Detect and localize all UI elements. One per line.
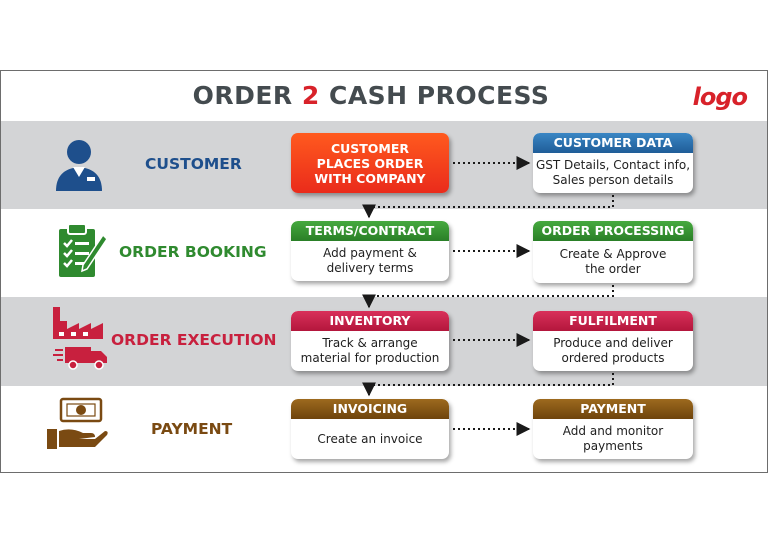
card-body-line: the order (585, 262, 641, 276)
card-body-line: payments (583, 439, 643, 453)
customer-person-icon (56, 140, 102, 191)
card-body-line: Create & Approve (559, 247, 667, 261)
stage-customer-label: CUSTOMER (145, 155, 242, 173)
card-invoicing: INVOICING Create an invoice (291, 399, 449, 459)
card-header: INVENTORY (291, 311, 449, 331)
card-payment: PAYMENT Add and monitor payments (533, 399, 693, 459)
stage-payment-label: PAYMENT (151, 420, 233, 438)
card-terms-contract: TERMS/CONTRACT Add payment & delivery te… (291, 221, 449, 281)
stage-booking-label: ORDER BOOKING (119, 243, 267, 261)
card-header: CUSTOMER DATA (533, 133, 693, 153)
process-diagram: ORDER 2 CASH PROCESS logo (0, 70, 768, 473)
card-body-line: ordered products (561, 351, 665, 365)
card-header: FULFILMENT (533, 311, 693, 331)
brand-logo: logo (692, 83, 748, 111)
card-body-line: WITH COMPANY (314, 170, 426, 186)
card-body-line: Track & arrange (322, 336, 418, 350)
card-body-line: CUSTOMER (330, 140, 410, 156)
card-body-line: Create an invoice (317, 431, 423, 446)
card-header: TERMS/CONTRACT (291, 221, 449, 241)
title-number: 2 (301, 81, 320, 110)
stage-execution-label: ORDER EXECUTION (111, 331, 277, 349)
card-order-processing: ORDER PROCESSING Create & Approve the or… (533, 221, 693, 283)
card-header: PAYMENT (533, 399, 693, 419)
card-customer-data: CUSTOMER DATA GST Details, Contact info,… (533, 133, 693, 193)
money-hand-icon (47, 397, 108, 449)
card-body-line: material for production (300, 351, 440, 365)
factory-truck-icon (53, 307, 107, 370)
page-title: ORDER 2 CASH PROCESS (192, 81, 550, 110)
card-body-line: Add and monitor (562, 424, 664, 438)
card-body-line: Sales person details (552, 173, 674, 187)
card-body-line: GST Details, Contact info, (535, 158, 691, 172)
card-header: INVOICING (291, 399, 449, 419)
clipboard-checklist-icon (59, 223, 108, 277)
card-body-line: Produce and deliver (553, 336, 673, 350)
card-body-line: delivery terms (326, 261, 414, 275)
card-header: ORDER PROCESSING (533, 221, 693, 241)
card-body-line: PLACES ORDER (316, 155, 424, 171)
card-fulfilment: FULFILMENT Produce and deliver ordered p… (533, 311, 693, 371)
card-body-line: Add payment & (323, 246, 417, 260)
card-customer-places-order: CUSTOMER PLACES ORDER WITH COMPANY (291, 133, 449, 193)
card-inventory: INVENTORY Track & arrange material for p… (291, 311, 449, 371)
